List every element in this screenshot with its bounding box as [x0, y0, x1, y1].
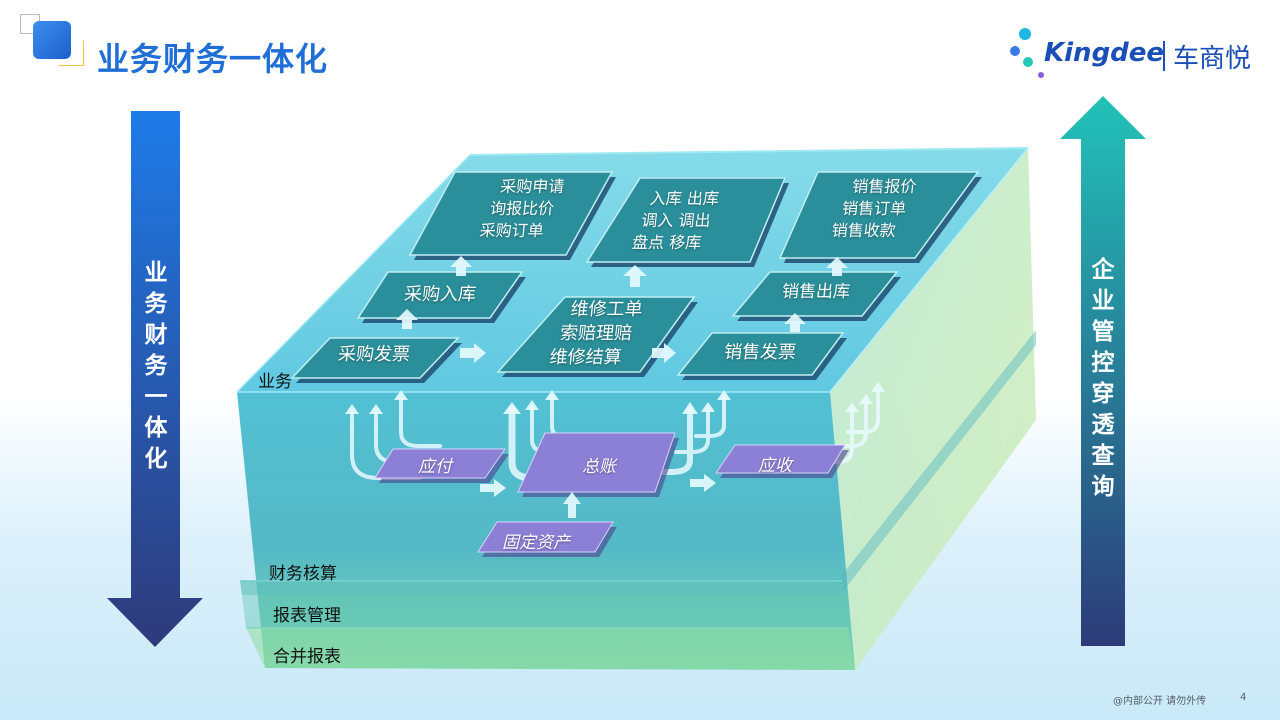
tile-fixed-assets-text: 固定资产 [502, 533, 570, 553]
tile-inventory-text: 入库 出库 调入 调出 盘点 移库 [631, 189, 720, 252]
tile-repair-text: 维修工单 索赔理赔 维修结算 [548, 299, 644, 368]
tile-purchase-in [356, 271, 524, 319]
tile-sales-quote [778, 171, 980, 259]
tile-receivable [715, 444, 846, 474]
right-up-arrow [1060, 96, 1146, 646]
tile-purchase-invoice [290, 337, 460, 379]
tile-purchase-invoice-text: 采购发票 [336, 344, 412, 365]
layer-label-reports: 报表管理 [273, 606, 341, 626]
decor-blue-square [33, 21, 71, 59]
footer-note: @内部公开 请勿外传 [1113, 696, 1207, 707]
left-down-arrow [107, 111, 203, 647]
page-number: 4 [1240, 692, 1247, 703]
business-flow-arrows [396, 256, 848, 363]
tile-repair [496, 296, 696, 373]
tile-sales-invoice [676, 332, 845, 376]
kingdee-logo-icon [1010, 28, 1044, 78]
business-tiles [290, 171, 982, 383]
layer-label-business: 业务 [258, 372, 292, 392]
tile-purchase-in-text: 采购入库 [402, 284, 478, 305]
tile-sales-invoice-text: 销售发票 [722, 342, 798, 363]
brand-chinese-name: 车商悦 [1173, 44, 1252, 74]
finance-tiles [374, 432, 849, 557]
layer-label-consolidated: 合并报表 [273, 647, 341, 667]
tile-sales-quote-text: 销售报价 销售订单 销售收款 [830, 177, 918, 240]
tile-fixed-assets [477, 521, 614, 553]
page-title: 业务财务一体化 [97, 40, 329, 78]
tile-ledger-text: 总账 [582, 457, 616, 477]
connector-arrowheads [345, 382, 885, 414]
tile-inventory [585, 177, 787, 263]
brand-name: Kingdee [1044, 38, 1165, 68]
tile-purchase-request-text: 采购申请 询报比价 采购订单 [478, 177, 566, 240]
tile-sales-out [731, 271, 899, 317]
tile-receivable-text: 应收 [758, 456, 792, 476]
tile-sales-out-text: 销售出库 [780, 282, 852, 302]
tile-ledger [517, 432, 676, 493]
left-arrow-label: 业务财务一体化 [144, 260, 168, 472]
finance-flow-arrows [480, 474, 716, 518]
tile-payable [374, 448, 506, 479]
tile-payable-text: 应付 [418, 457, 452, 477]
decor-yellow-corner [58, 40, 84, 66]
layer-label-accounting: 财务核算 [269, 564, 337, 584]
logo-divider [1163, 41, 1165, 71]
right-arrow-label: 企业管控穿透查询 [1091, 257, 1115, 500]
tile-purchase-request [408, 171, 614, 256]
